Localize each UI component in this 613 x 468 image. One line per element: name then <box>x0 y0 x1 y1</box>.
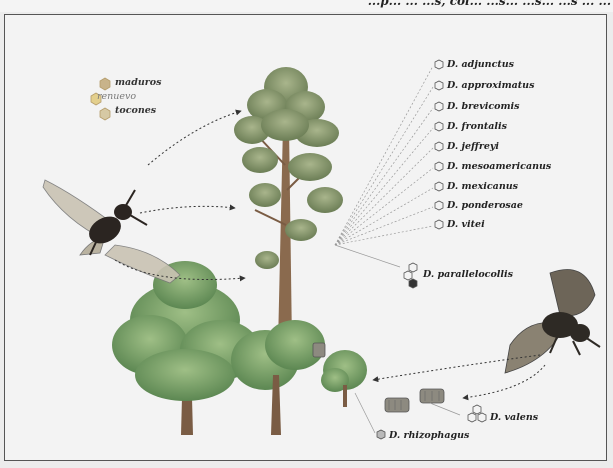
age-label-mature: maduros <box>115 77 161 88</box>
species-label: D. mesoamericanus <box>447 161 551 173</box>
diagram-panel: maduros renuevo tocones D. adjunctus D. … <box>4 14 607 461</box>
species-label-rhizophagus: D. rhizophagus <box>389 430 469 442</box>
mature-pine-tree <box>234 67 343 345</box>
species-label: D. adjunctus <box>447 59 514 71</box>
species-label: D. ponderosae <box>447 200 523 212</box>
species-label-parallelocollis: D. parallelocollis <box>423 269 513 281</box>
species-hex-markers <box>377 60 486 439</box>
species-label: D. brevicomis <box>447 101 519 113</box>
species-label: D. approximatus <box>447 80 534 92</box>
age-label-stumps: tocones <box>115 105 156 116</box>
age-label-young: renuevo <box>97 91 136 102</box>
species-label: D. jeffreyi <box>447 141 499 153</box>
small-shrub <box>321 350 367 407</box>
header-fragment: ...p... ... ...s, col... ...s... ...s...… <box>0 0 613 12</box>
bark-beetle-left <box>43 180 180 283</box>
species-label: D. vitei <box>447 219 485 231</box>
species-label: D. mexicanus <box>447 181 518 193</box>
bark-beetle-right <box>505 269 600 373</box>
young-tree-cluster <box>112 261 325 435</box>
species-label-valens: D. valens <box>490 412 538 424</box>
species-label: D. frontalis <box>447 121 507 133</box>
